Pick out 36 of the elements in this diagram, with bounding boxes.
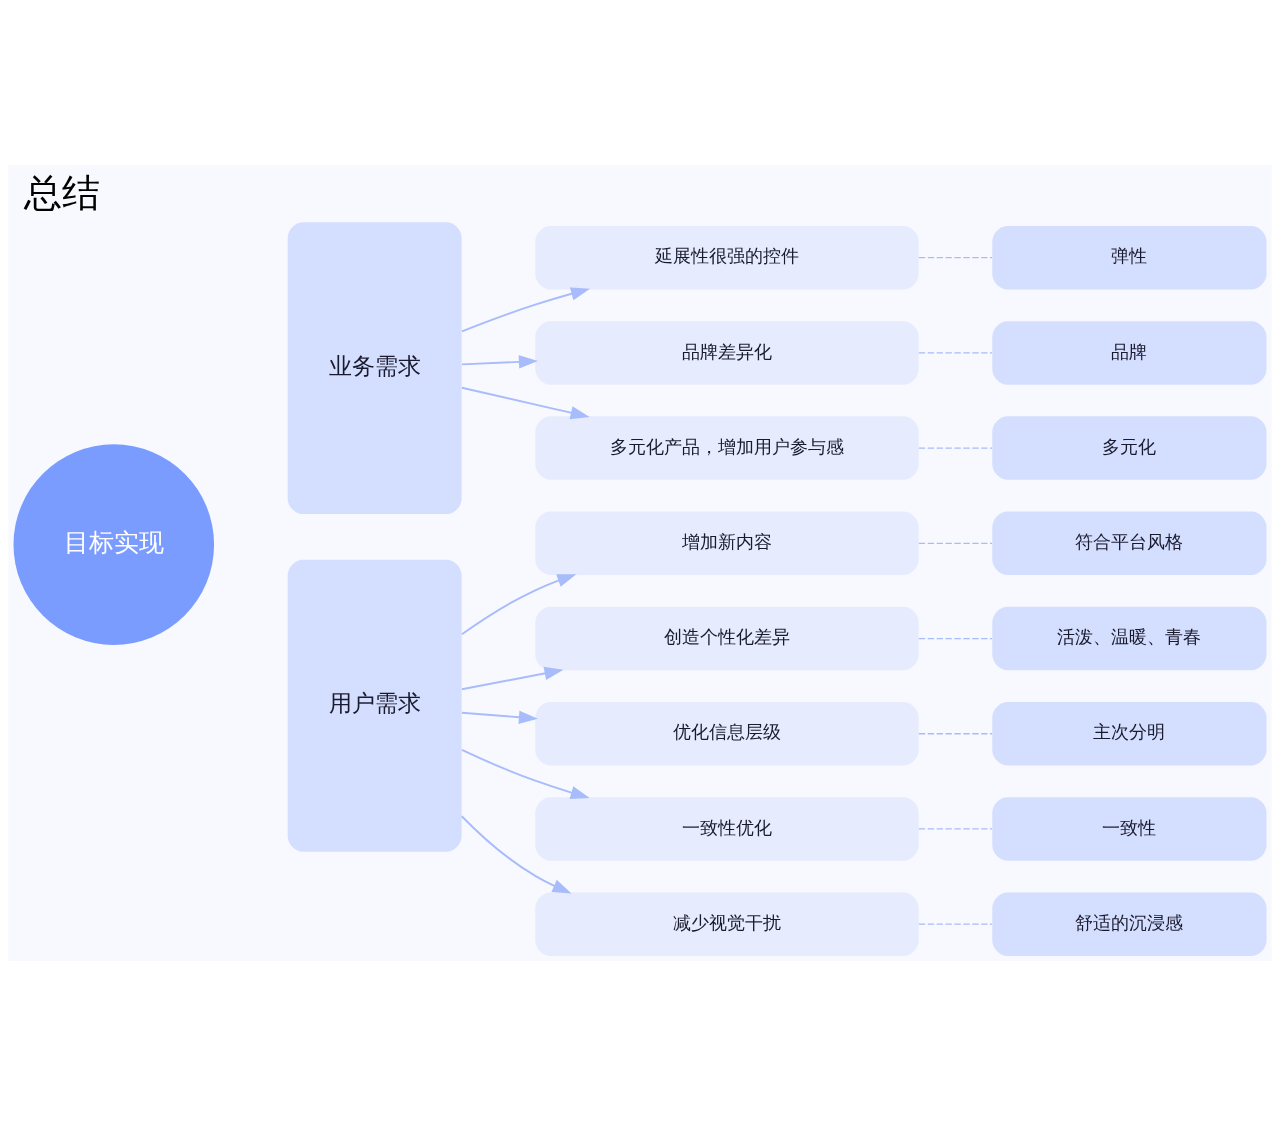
node-box: 主次分明 <box>992 701 1267 765</box>
connector <box>918 542 993 544</box>
node-box: 增加新内容 <box>535 511 919 575</box>
node-box: 用户需求 <box>287 559 462 852</box>
arrow <box>461 354 538 369</box>
node-box: 舒适的沉浸感 <box>992 891 1267 956</box>
node-box: 优化信息层级 <box>535 701 919 765</box>
node-box: 延展性很强的控件 <box>535 225 919 289</box>
diagram-title: 总结 <box>24 170 101 215</box>
arrow <box>460 814 572 893</box>
connector <box>918 446 993 449</box>
connector <box>918 637 993 639</box>
node-box: 创造个性化差异 <box>535 606 919 670</box>
node-box: 一致性优化 <box>535 796 919 861</box>
connector <box>918 732 993 734</box>
connector <box>918 351 993 354</box>
arrow <box>460 748 590 799</box>
node-box: 符合平台风格 <box>992 511 1267 575</box>
node-box: 多元化产品，增加用户参与感 <box>535 415 919 480</box>
node-box: 多元化 <box>992 415 1267 480</box>
node-box: 品牌差异化 <box>535 320 919 385</box>
node-box: 一致性 <box>992 796 1267 861</box>
arrow <box>461 386 590 419</box>
node-box: 活泼、温暖、青春 <box>992 606 1267 670</box>
connector <box>918 827 993 830</box>
node-box: 业务需求 <box>287 221 462 514</box>
connector <box>918 256 993 258</box>
connector <box>918 923 993 925</box>
node-box: 减少视觉干扰 <box>535 891 919 956</box>
node-circle: 目标实现 <box>13 443 215 645</box>
arrow <box>461 710 538 724</box>
node-box: 品牌 <box>992 320 1267 385</box>
arrow <box>461 286 591 332</box>
arrow <box>460 573 577 635</box>
arrow <box>461 666 564 690</box>
node-box: 弹性 <box>992 225 1267 289</box>
